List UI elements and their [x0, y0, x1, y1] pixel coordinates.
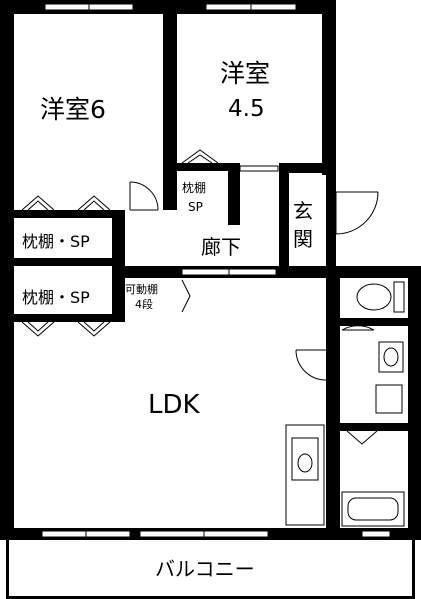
closet-upper-label: 枕棚・SP: [22, 232, 90, 251]
closet-small-label-2: SP: [188, 200, 203, 214]
hallway-label: 廊下: [201, 235, 241, 259]
window-mullions: [85, 4, 252, 537]
entrance-label-2: 関: [293, 227, 313, 251]
ldk-label: LDK: [148, 390, 201, 420]
western-room-4-5-name: 洋室: [220, 59, 270, 88]
bathtub: [341, 491, 405, 527]
western-room-4-5-size: 4.5: [228, 96, 265, 122]
movable-shelf-label-2: 4段: [135, 297, 153, 311]
kitchen-counter: [285, 424, 325, 526]
closet-small-label-1: 枕棚: [182, 180, 206, 195]
doors: [129, 165, 379, 381]
entrance-label-1: 玄: [293, 199, 313, 223]
closet-lower-label: 枕棚・SP: [22, 288, 90, 307]
closet-doors: [21, 149, 378, 445]
western-room-6-label: 洋室6: [40, 95, 106, 124]
balcony-label: バルコニー: [155, 557, 255, 581]
movable-shelf-label-1: 可動棚: [125, 282, 158, 296]
toilet: [356, 281, 405, 313]
washbasin: [375, 341, 404, 414]
